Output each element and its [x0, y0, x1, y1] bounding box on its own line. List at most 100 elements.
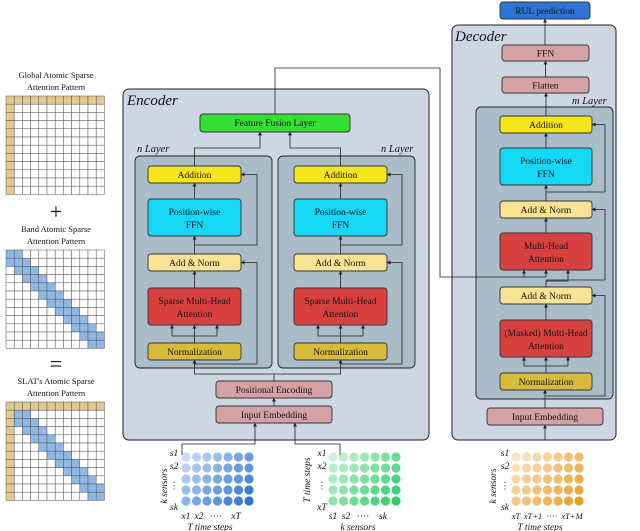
grid-cell: [54, 331, 64, 341]
grid-cell: [63, 467, 72, 477]
grid-cell: [46, 434, 56, 444]
input-dot: [349, 485, 359, 495]
input-dot: [391, 452, 401, 462]
grid-cell: [30, 128, 40, 138]
right-row-0: s1: [501, 449, 509, 459]
middle-row-2: ⋮: [317, 482, 327, 492]
grid-cell: [87, 475, 97, 485]
grid-cell: [95, 307, 105, 316]
input-dot: [532, 485, 542, 495]
input-matrix-right: k sensors s1 s2 ⋮ sk xT xT+1 ···· xT+M T…: [489, 449, 584, 531]
grid-cell: [63, 339, 72, 349]
posenc-to-right: [274, 368, 341, 375]
grid-cell: [46, 112, 56, 121]
grid-cell: [63, 177, 72, 187]
grid-cell: [79, 120, 89, 130]
input-dot: [212, 463, 223, 473]
input-dot: [212, 474, 223, 484]
input-dot: [511, 496, 521, 506]
grid-cell: [63, 95, 72, 105]
input-dot: [338, 496, 349, 506]
enc-right-to-fusion: [288, 131, 341, 166]
grid-cell: [5, 442, 15, 452]
decoder-normalization-label: Normalization: [519, 378, 574, 388]
input-dot: [191, 474, 202, 484]
grid-cell: [38, 249, 48, 259]
grid-cell: [22, 169, 31, 179]
grid-cell: [95, 120, 105, 130]
encoder-left-add-norm-label: Add & Norm: [169, 259, 220, 269]
posenc-to-left: [194, 368, 275, 381]
input-dot: [521, 452, 532, 462]
grid-cell: [46, 128, 56, 138]
grid-cell: [87, 112, 97, 121]
input-dot: [511, 474, 521, 484]
input-dot: [244, 452, 254, 462]
input-dot: [574, 452, 584, 462]
grid-cell: [54, 257, 64, 267]
grid-cell: [13, 249, 23, 259]
grid-cell: [95, 434, 105, 444]
input-dot: [223, 485, 233, 495]
grid-cell: [71, 331, 81, 341]
grid-cell: [54, 409, 64, 419]
grid-cell: [87, 459, 97, 468]
grid-cell: [71, 177, 81, 187]
grid-cell: [22, 459, 31, 468]
grid-cell: [63, 103, 72, 113]
grid-cell: [5, 491, 15, 501]
grid-cell: [63, 266, 72, 275]
grid-cell: [38, 95, 48, 105]
grid-cell: [30, 169, 40, 179]
global-pattern-title-2: Attention Pattern: [27, 82, 86, 92]
grid-cell: [79, 307, 89, 316]
grid-cell: [95, 95, 105, 105]
grid-cell: [95, 177, 105, 187]
grid-cell: [71, 315, 81, 325]
grid-cell: [22, 282, 31, 292]
grid-cell: [71, 418, 81, 427]
grid-cell: [38, 112, 48, 121]
grid-cell: [54, 282, 64, 292]
grid-cell: [13, 315, 23, 325]
decoder-attention-label-1: Multi-Head: [524, 242, 569, 252]
grid-cell: [5, 290, 15, 300]
grid-cell: [46, 274, 56, 284]
grid-cell: [54, 120, 64, 130]
grid-cell: [13, 475, 23, 485]
grid-cell: [22, 491, 31, 501]
rul-prediction-label: RUL prediction: [515, 7, 575, 17]
decoder-ffn-pos-label-1: Position-wise: [520, 157, 572, 167]
grid-cell: [71, 459, 81, 468]
grid-cell: [54, 249, 64, 259]
input-dot: [181, 452, 191, 462]
grid-cell: [13, 161, 23, 171]
grid-cell: [13, 169, 23, 179]
grid-cell: [54, 185, 64, 195]
input-dot: [553, 452, 563, 462]
grid-cell: [54, 136, 64, 146]
grid-cell: [71, 112, 81, 121]
decoder-add-norm-1-label: Add & Norm: [521, 206, 572, 216]
input-dot: [553, 474, 563, 484]
grid-cell: [46, 331, 56, 341]
grid-cell: [87, 185, 97, 195]
decoder-add-norm-2-label: Add & Norm: [521, 292, 572, 302]
left-col-0: x1: [181, 512, 191, 522]
grid-cell: [5, 339, 15, 349]
input-dot: [359, 452, 370, 462]
grid-cell: [38, 103, 48, 113]
input-dot: [542, 485, 553, 495]
middle-row-3: xT: [316, 503, 327, 513]
band-pattern-title-2: Attention Pattern: [27, 236, 86, 246]
input-dot: [370, 463, 380, 473]
left-row-1: s2: [170, 462, 179, 472]
encoder-left-normalization-label: Normalization: [167, 348, 222, 358]
encoder-left-addition-label: Addition: [178, 171, 212, 181]
grid-cell: [22, 161, 31, 171]
input-dot: [338, 485, 349, 495]
grid-cell: [63, 282, 72, 292]
grid-cell: [5, 103, 15, 113]
flatten-label: Flatten: [532, 82, 559, 92]
grid-cell: [46, 459, 56, 468]
